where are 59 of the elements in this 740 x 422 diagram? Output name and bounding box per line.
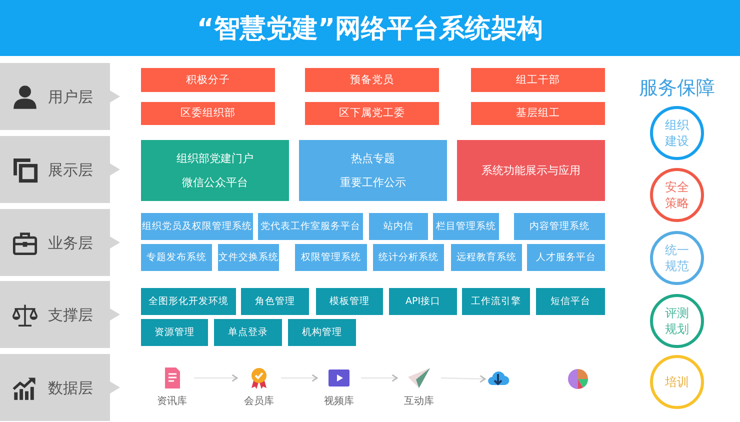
data-store-label: 互动库 [403,396,435,408]
layer-band [0,63,120,130]
support-module-tile: 资源管理 [141,319,208,346]
user-role-tile: 组工干部 [471,68,605,92]
user-role-tile: 预备党员 [305,68,439,92]
diagram-title: “智慧党建”网络平台系统架构 [196,12,544,46]
layer-name: 用户层 [48,88,93,106]
display-module-tile: 系统功能展示与应用 [457,140,605,201]
business-system-tile: 栏目管理系统 [433,213,499,240]
flow-arrow [281,374,318,382]
module-label: 热点专题 [351,152,395,166]
module-label: 重要工作公示 [340,176,406,189]
user-role-tile: 区下属党工委 [305,102,439,125]
layer-name: 数据层 [48,378,93,396]
service-circle: 评测规划 [650,294,704,348]
business-system-tile: 人才服务平台 [527,244,605,271]
service-circle: 组织建设 [650,106,704,160]
service-circle: 培训 [650,355,704,409]
support-module-tile: 模板管理 [316,288,383,315]
support-module-tile: 短信平台 [536,288,605,315]
layer-name: 展示层 [48,160,93,178]
business-system-tile: 内容管理系统 [514,213,605,240]
layer-name: 支撑层 [48,306,93,324]
layer-band [0,354,120,421]
business-system-tile: 专题发布系统 [141,244,212,271]
flow-arrow [361,374,398,382]
business-system-tile: 远程教育系统 [451,244,522,271]
user-role-tile: 区委组织部 [141,102,275,125]
business-system-tile: 党代表工作室服务平台 [258,213,363,240]
layer-name: 业务层 [48,234,93,252]
module-label: 组织部党建门户 [176,152,254,166]
display-module-tile [299,140,447,201]
business-system-tile: 统计分析系统 [373,244,444,271]
flow-arrow [440,374,486,383]
user-role-tile: 基层组工 [471,102,605,125]
data-store-label: 会员库 [243,396,275,408]
layer-band [0,209,120,276]
support-module-tile: 全图形化开发环境 [141,288,236,315]
support-module-tile: API接口 [389,288,457,315]
support-module-tile: 机构管理 [288,319,356,346]
data-store-label: 资讯库 [156,396,188,408]
user-role-tile: 积极分子 [141,68,275,92]
display-module-tile [141,140,289,201]
section-heading: 服务保障 [638,76,716,100]
pie-chart-icon [566,367,590,391]
layer-band [0,281,120,348]
support-module-tile: 角色管理 [241,288,309,315]
data-store-label: 视频库 [323,396,355,408]
business-system-tile: 权限管理系统 [295,244,367,271]
support-module-tile: 单点登录 [214,319,282,346]
service-circle: 安全策略 [650,168,704,222]
flow-arrow [194,374,238,382]
module-label: 微信公众平台 [182,176,248,189]
business-system-tile: 组织党员及权限管理系统 [141,213,253,240]
business-system-tile: 站内信 [369,213,428,240]
support-module-tile: 工作流引擎 [462,288,530,315]
layer-band [0,136,120,203]
service-circle: 统一规范 [650,231,704,285]
business-system-tile: 文件交换系统 [218,244,279,271]
